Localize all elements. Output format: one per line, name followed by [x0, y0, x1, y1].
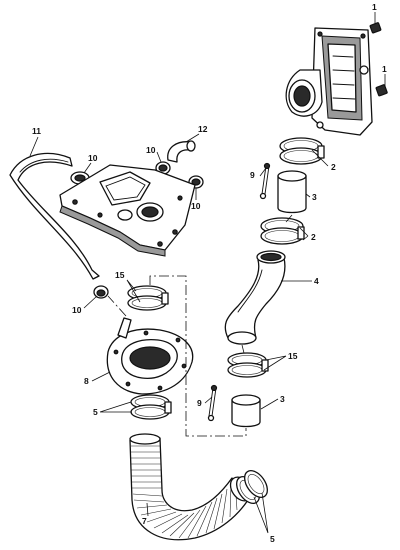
callout-12: 12	[198, 124, 208, 134]
callout-5-right: 5	[270, 534, 275, 544]
callout-7: 7	[142, 516, 147, 526]
callout-8: 8	[84, 376, 89, 386]
clip-part-9-upper	[259, 162, 271, 200]
adapter-plate	[59, 164, 196, 257]
callout-10-left: 10	[88, 153, 98, 163]
callout-2-upper: 2	[331, 162, 336, 172]
callout-2-lower: 2	[311, 232, 316, 242]
assembly-centerlines	[107, 214, 293, 437]
callout-10-bottom: 10	[72, 305, 82, 315]
sleeve-part-3-lower	[231, 394, 261, 428]
hose-part-11	[9, 152, 100, 280]
callout-5-left: 5	[93, 407, 98, 417]
clamp-pair-part-15-left	[127, 285, 169, 311]
callout-1-bottom: 1	[382, 64, 387, 74]
clamp-pair-part-2-upper	[279, 137, 325, 165]
exhaust-pipe-part-4	[224, 250, 286, 345]
callout-15-left: 15	[115, 270, 125, 280]
callout-10-right: 10	[191, 201, 201, 211]
clamp-pair-part-2-lower	[260, 217, 305, 245]
stud-part-1-bottom	[375, 84, 388, 97]
elbow-hose-part-12	[167, 140, 196, 163]
callout-labels: 1 1 2 2 3 3 4 5 5 7 8 9 9 10 10 10 10 11…	[32, 2, 387, 544]
clip-part-9-lower	[207, 384, 218, 422]
leader-lines	[29, 12, 386, 534]
callout-4: 4	[314, 276, 319, 286]
clamp-part-10-bottom	[93, 285, 109, 299]
clamp-pair-part-15-right	[227, 352, 269, 378]
callout-1-top: 1	[372, 2, 377, 12]
transom-plate-part-8	[106, 317, 194, 395]
callout-3-upper: 3	[312, 192, 317, 202]
clamp-pair-part-5-left	[130, 394, 172, 420]
clamp-pair-part-5-right	[236, 470, 268, 504]
callout-3-lower: 3	[280, 394, 285, 404]
callout-15-right: 15	[288, 351, 298, 361]
callout-9-upper: 9	[250, 170, 255, 180]
callout-10-mid: 10	[146, 145, 156, 155]
exhaust-elbow	[285, 27, 373, 136]
sleeve-part-3-upper	[277, 170, 307, 214]
callout-11: 11	[32, 126, 41, 136]
stud-part-1-top	[369, 22, 382, 34]
callout-9-lower: 9	[197, 398, 202, 408]
